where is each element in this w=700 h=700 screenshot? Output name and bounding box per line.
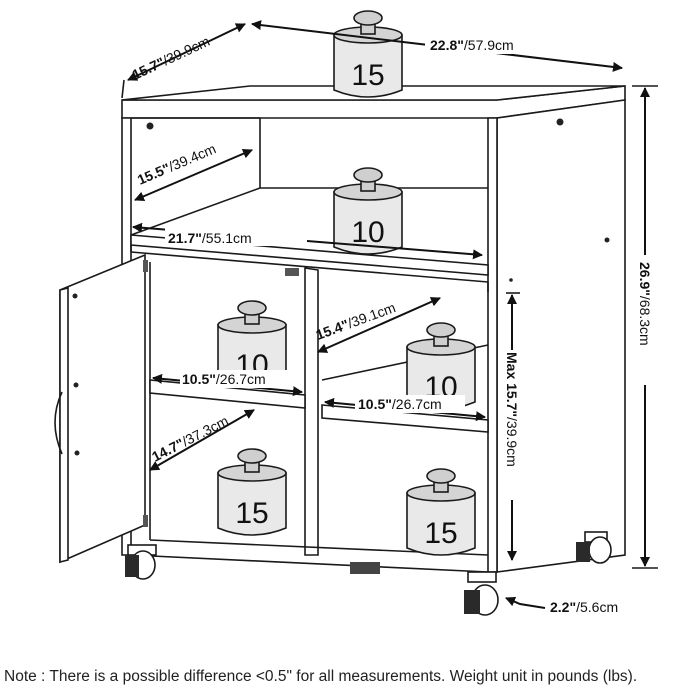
dim-label-left-shelf-width: 10.5"/26.7cm [182,371,266,387]
dim-label-height: 26.9"/68.3cm [637,262,653,346]
dim-line-top-depth [127,23,246,81]
dim-line-caster-height [505,596,546,609]
dim-line-inner-depth [317,297,441,353]
dim-label-upper-shelf-width: 21.7"/55.1cm [168,230,252,246]
dim-line-upper-shelf-depth [134,148,253,202]
weight-left-bottom-label: 15 [235,497,268,530]
dim-label-upper-shelf-depth: 15.5"/39.4cm [135,140,218,187]
caster-front-left [125,544,157,580]
cabinet-front-right-edge [487,117,498,573]
cabinet-drawing [54,85,626,616]
weight-right-bottom-label: 15 [424,517,457,550]
weight-top: 15 [333,10,403,98]
dim-label-right-shelf-width: 10.5"/26.7cm [358,396,442,412]
caster-front-right [464,571,499,616]
weight-right-bottom: 15 [406,468,476,556]
caster-back-left [350,562,380,574]
caster-back-right [576,531,612,564]
cabinet-door [59,253,146,564]
weight-upper-shelf: 10 [333,167,403,255]
dim-label-inner-height: Max 15.7"/39.9cm [504,352,520,467]
measurement-note: Note : There is a possible difference <0… [4,668,638,685]
cabinet-right-side [496,99,626,573]
door-handle [54,391,63,455]
weight-top-label: 15 [351,59,384,92]
center-divider [304,267,319,556]
dim-label-caster-height: 2.2"/5.6cm [550,599,618,615]
dim-label-top-width: 22.8"/57.9cm [430,37,514,53]
dim-label-lower-depth: 14.7"/37.3cm [149,412,231,464]
dim-line-lower-depth [149,409,255,471]
dim-label-top-depth: 15.7"/39.9cm [130,33,213,83]
weight-left-bottom: 15 [217,448,287,536]
